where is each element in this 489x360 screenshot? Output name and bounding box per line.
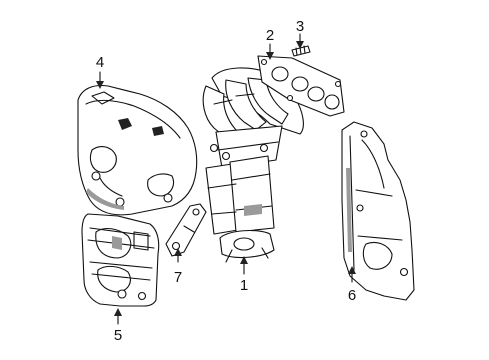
callout-7: 7 [174,248,182,286]
callout-5: 5 [114,308,122,344]
stud [291,45,311,57]
bracket [165,203,207,257]
callout-label-3: 3 [296,18,304,35]
callout-1: 1 [240,256,248,294]
side-heat-shield [341,121,415,301]
callout-3: 3 [296,18,304,49]
exhaust-manifold-converter [202,67,304,263]
manifold-gasket [257,55,345,117]
callout-6: 6 [348,266,356,304]
callout-label-2: 2 [266,27,274,44]
callout-2: 2 [266,27,274,60]
upper-heat-shield [77,84,198,216]
callout-4: 4 [96,54,104,89]
lower-heat-shield [81,213,160,307]
callout-label-7: 7 [174,269,182,286]
callout-label-1: 1 [240,277,248,294]
callout-label-6: 6 [348,287,356,304]
callout-label-5: 5 [114,327,122,344]
callout-label-4: 4 [96,54,104,71]
